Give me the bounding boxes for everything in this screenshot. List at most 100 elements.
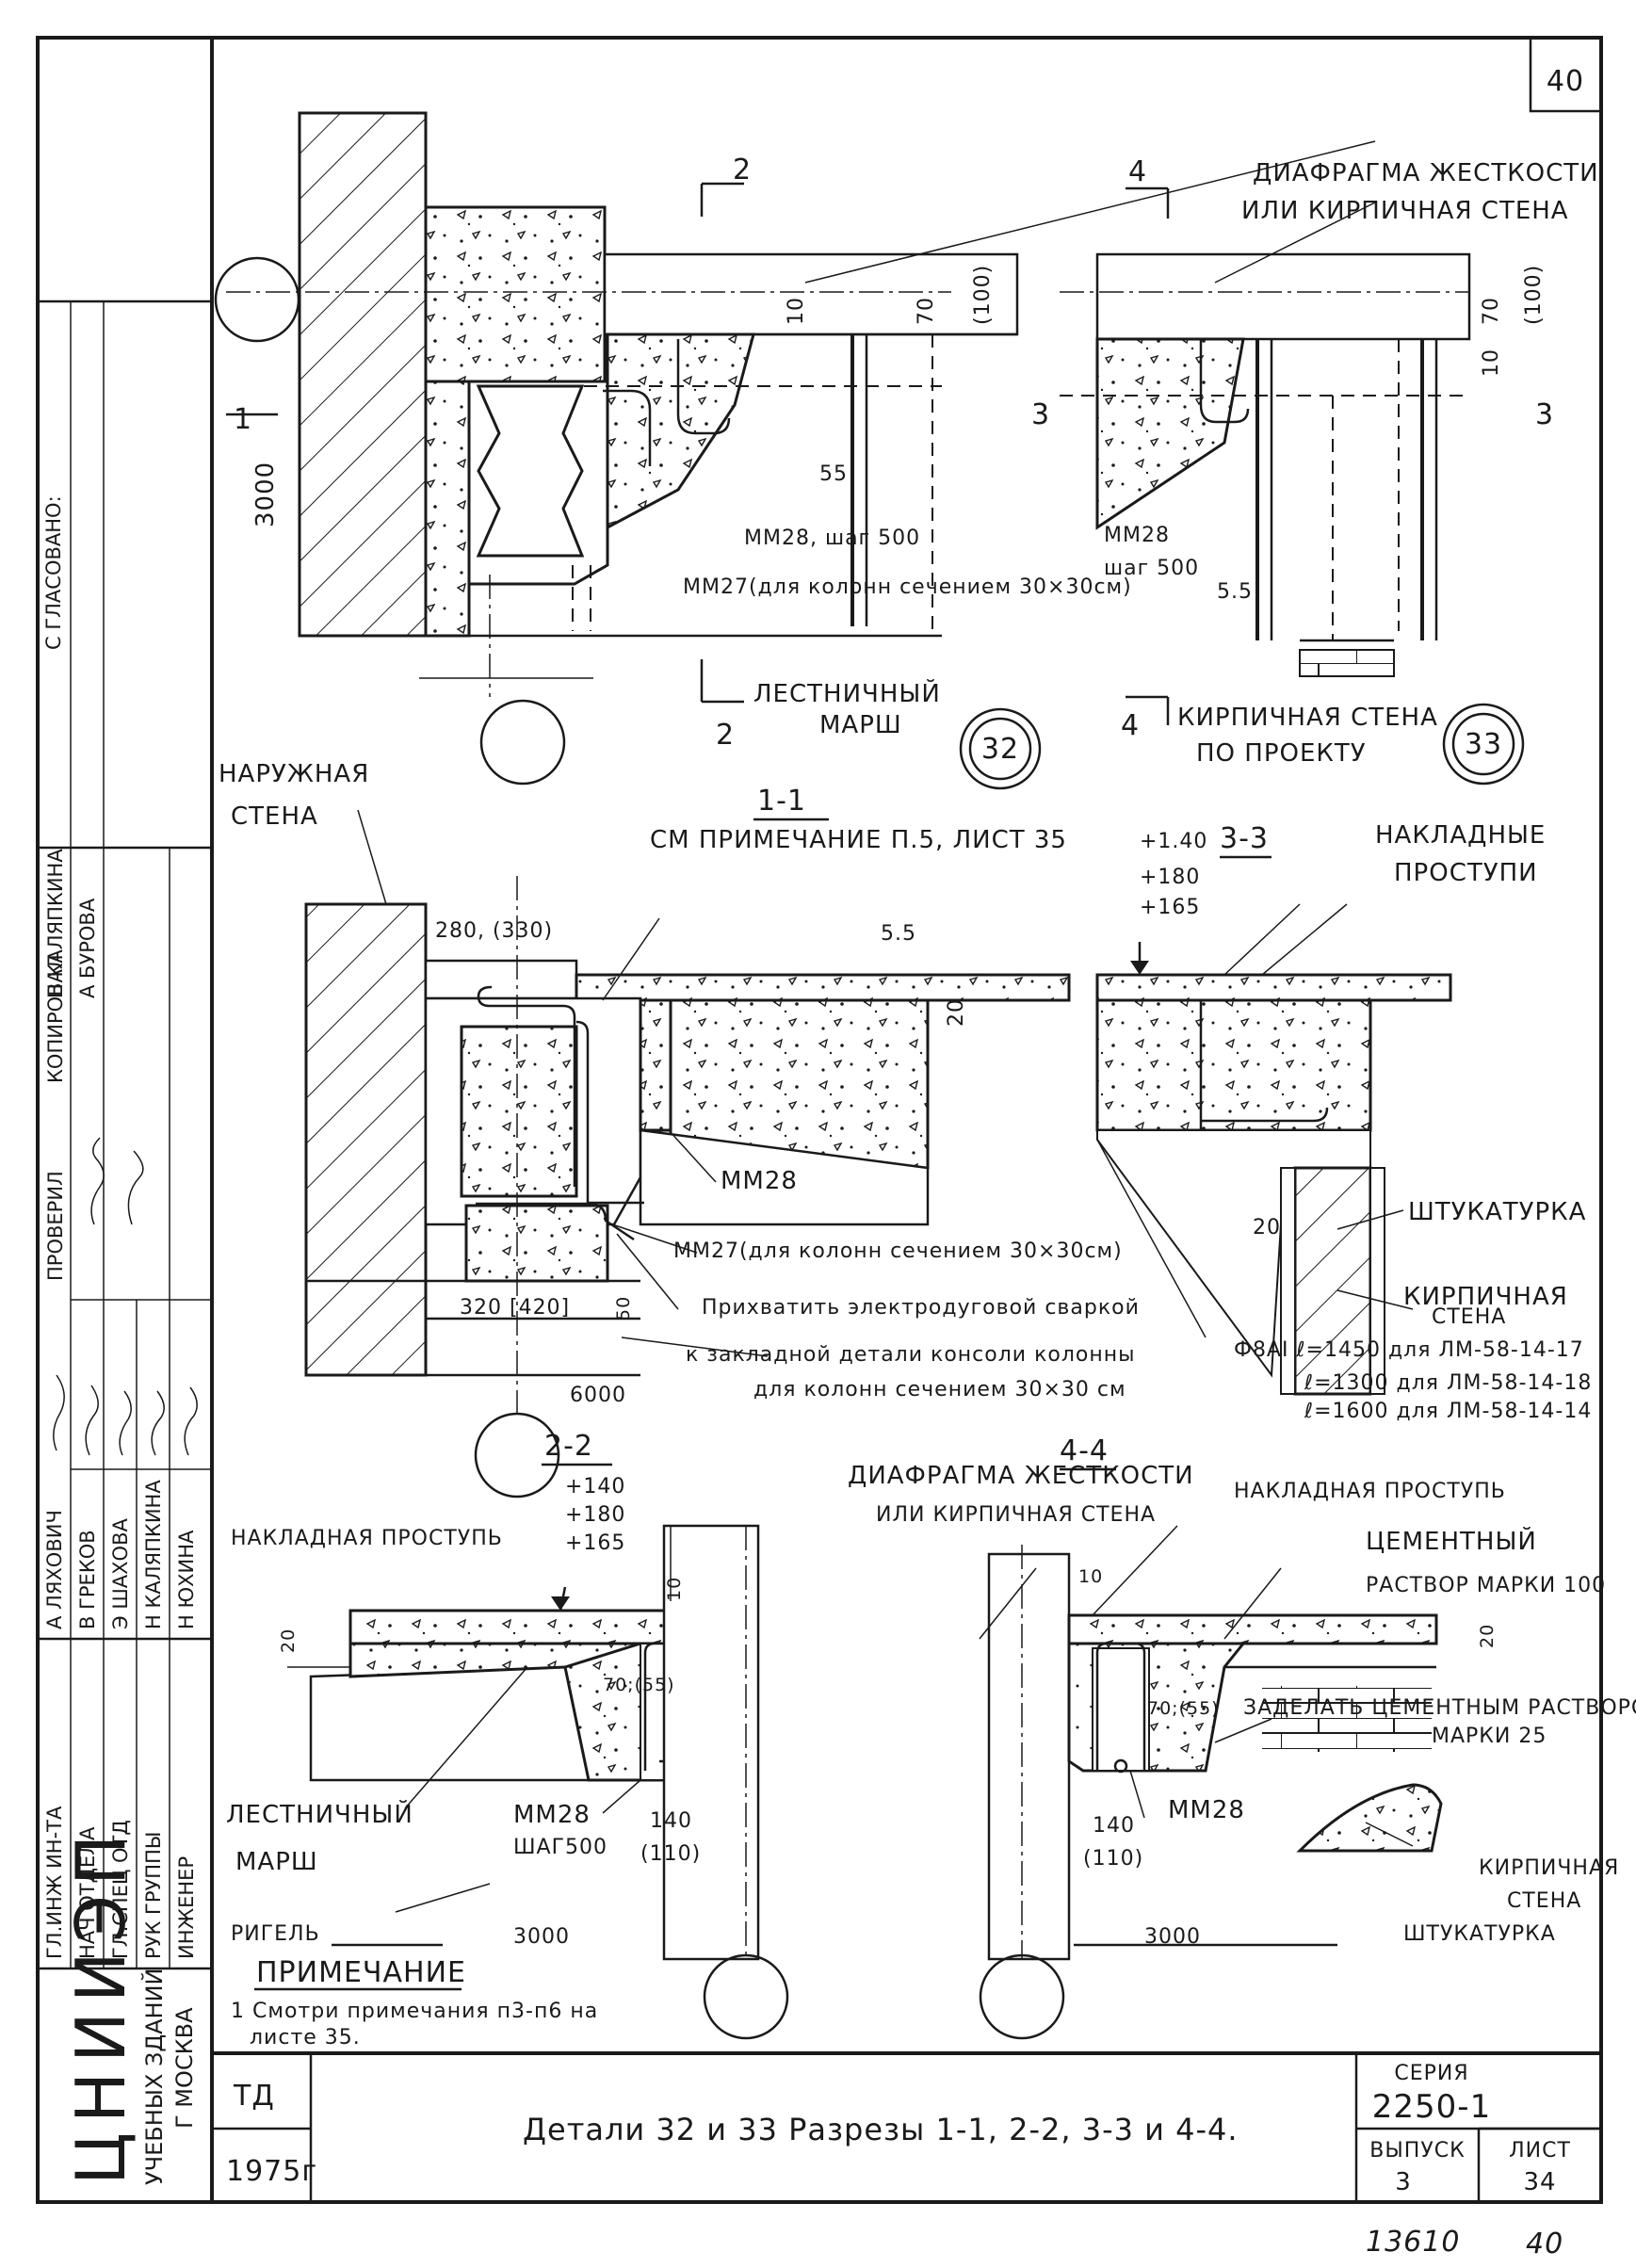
section-4-4-seal: ЗАДЕЛАТЬ ЦЕМЕНТНЫМ РАСТВОРОМ (1243, 1696, 1636, 1720)
section-1-1-mm27: ММ27(для колонн сечением 30×30см) (673, 1239, 1123, 1263)
detail-32-dim-70: 70 (915, 297, 938, 325)
signature-checked (90, 1137, 144, 1225)
section-2-2-beam: РИГЕЛЬ (231, 1922, 320, 1946)
agreed-label: С ГЛАСОВАНО: (42, 495, 65, 650)
section-3-3-dim-20: 20 (1253, 1216, 1281, 1239)
section-1-1-dim-55: 5.5 (881, 922, 916, 946)
detail-33-mm28: ММ28 (1104, 524, 1170, 547)
section-4-4-title: 4-4 (1060, 1434, 1109, 1467)
detail-33-cut-4-top: 4 (1128, 155, 1147, 188)
staff-role-2: НАЧ ОТДЕЛА (76, 1826, 99, 1959)
section-2-2-lvl-2: +180 (565, 1503, 625, 1527)
staff-role-4: РУК ГРУППЫ (142, 1832, 165, 1959)
section-1-1-mm28: ММ28 (721, 1167, 798, 1195)
section-2-2-dim-10: 10 (664, 1577, 685, 1601)
detail-33-brick-2: ПО ПРОЕКТУ (1196, 739, 1367, 768)
copied-role: КОПИРОВАЛ (44, 954, 67, 1083)
section-3-3-title: 3-3 (1220, 822, 1269, 855)
section-2-2-mm28-step: ШАГ500 (513, 1836, 607, 1859)
section-4-4-brick: КИРПИЧНАЯ (1479, 1856, 1619, 1880)
section-4-4-dim-3000: 3000 (1144, 1925, 1201, 1949)
staff-role-3: ГЛ.СПЕЦ ОТД (109, 1820, 132, 1959)
section-2-2 (287, 1463, 789, 2040)
section-4-4-tread: НАКЛАДНАЯ ПРОСТУПЬ (1234, 1480, 1506, 1503)
section-4-4-plaster: ШТУКАТУРКА (1403, 1922, 1556, 1946)
section-2-2-lvl-3: +165 (565, 1531, 625, 1555)
section-2-2-dim-20: 20 (278, 1628, 299, 1653)
section-4-4-diaphragm: ДИАФРАГМА ЖЕСТКОСТИ (848, 1462, 1194, 1490)
detail-33-cut-3-right: 3 (1535, 398, 1554, 431)
copied-name: А БУРОВА (76, 898, 99, 998)
staff-name-2: В ГРЕКОВ (76, 1530, 99, 1629)
detail-33-diaphragm-2: ИЛИ КИРПИЧНАЯ СТЕНА (1241, 197, 1569, 225)
detail-33-brick: КИРПИЧНАЯ СТЕНА (1177, 704, 1438, 732)
staff-name-1: А ЛЯХОВИЧ (43, 1510, 66, 1629)
section-3-3-brick-2: СТЕНА (1432, 1305, 1506, 1329)
title-issue-value: 3 (1395, 2168, 1412, 2196)
staff-name-3: Э ШАХОВА (109, 1518, 132, 1629)
section-1-1-dim-280: 280, (330) (435, 919, 553, 943)
section-2-2-dim-110: (110) (640, 1842, 701, 1866)
detail-33-diaphragm: ДИАФРАГМА ЖЕСТКОСТИ (1253, 159, 1599, 187)
title-block (212, 2051, 1601, 2202)
section-1-1-dim-320: 320 [420] (460, 1296, 570, 1320)
section-4-4-diaphragm-2: ИЛИ КИРПИЧНАЯ СТЕНА (876, 1503, 1156, 1527)
detail-33-dim-10: 10 (1480, 348, 1503, 377)
section-1-1-title: 1-1 (757, 785, 806, 818)
title-sheet-label: ЛИСТ (1509, 2139, 1571, 2163)
section-1-1-weld-3: для колонн сечением 30×30 см (753, 1378, 1126, 1401)
section-3-3-lvl-3: +165 (1140, 896, 1200, 919)
detail-32 (214, 111, 1376, 790)
section-3-3-rebar-1: Ф8АI ℓ=1450 для ЛМ-58-14-17 (1234, 1338, 1584, 1362)
detail-32-cut-2-top: 2 (733, 154, 752, 186)
section-2-2-lvl-1: +140 (565, 1475, 625, 1498)
section-4-4-mortar: ЦЕМЕНТНЫЙ (1366, 1526, 1537, 1556)
section-4-4-dim-140: 140 (1093, 1814, 1135, 1838)
detail-33-dim-70: 70 (1480, 297, 1503, 325)
detail-32-cut-2-bottom: 2 (716, 719, 735, 752)
org-line2: Г МОСКВА (171, 2007, 198, 2129)
side-panel: С ГЛАСОВАНО: ПРОВЕРИЛ КОПИРОВАЛ Н КАЛЯПК… (42, 495, 198, 2185)
section-3-3-rebar-2: ℓ=1300 для ЛМ-58-14-18 (1304, 1371, 1592, 1395)
notes-line-1: 1 Смотри примечания п3-п6 на (231, 2000, 598, 2023)
section-1-1-outer-wall: НАРУЖНАЯ (219, 760, 369, 788)
section-2-2-dim-70: 70;(55) (603, 1675, 675, 1695)
section-1-1-weld-1: Прихватить электродуговой сваркой (702, 1296, 1140, 1320)
org-line1: УЧЕБНЫХ ЗДАНИЙ (140, 1968, 168, 2185)
section-4-4-mm28: ММ28 (1168, 1796, 1245, 1824)
section-1-1-dim-20: 20 (945, 998, 968, 1027)
section-4-4-dim-20: 20 (1477, 1624, 1498, 1648)
detail-32-stair-2: МАРШ (819, 711, 902, 739)
title-series-label: СЕРИЯ (1394, 2062, 1468, 2085)
notes-line-2: листе 35. (250, 2026, 361, 2049)
section-4-4-mortar-2: РАСТВОР МАРКИ 100 (1366, 1574, 1606, 1597)
section-2-2-mm28: ММ28 (513, 1801, 591, 1829)
section-2-2-stair-2: МАРШ (235, 1848, 318, 1876)
section-4-4-brick-2: СТЕНА (1507, 1889, 1581, 1913)
section-3-3-treads-2: ПРОСТУПИ (1394, 859, 1538, 887)
section-1-1-weld-2: к закладной детали консоли колонны (686, 1343, 1135, 1367)
title-issue-label: ВЫПУСК (1369, 2139, 1465, 2163)
sheet-number: 40 (1547, 65, 1584, 98)
section-2-2-tread: НАКЛАДНАЯ ПРОСТУПЬ (231, 1527, 503, 1550)
section-4-4 (979, 1467, 1443, 2040)
org-logo: ЦНИИЭП (61, 1825, 140, 2185)
checked-role: ПРОВЕРИЛ (44, 1171, 67, 1281)
section-3-3 (1095, 855, 1452, 1396)
section-1-1-note: СМ ПРИМЕЧАНИЕ П.5, ЛИСТ 35 (650, 826, 1067, 854)
sheet-frame (36, 36, 1603, 2204)
section-4-4-seal-2: МАРКИ 25 (1432, 1725, 1547, 1748)
section-2-2-dim-140: 140 (650, 1809, 692, 1833)
detail-33 (1060, 186, 1525, 786)
section-3-3-treads: НАКЛАДНЫЕ (1375, 821, 1546, 850)
detail-32-height: 3000 (251, 462, 280, 527)
detail-32-dim-55: 55 (819, 462, 848, 486)
section-3-3-rebar-3: ℓ=1600 для ЛМ-58-14-14 (1304, 1400, 1592, 1423)
detail-33-dim-100: (100) (1522, 265, 1546, 325)
section-1-1-dim-6000: 6000 (570, 1384, 626, 1407)
detail-32-cut-1: 1 (234, 403, 252, 436)
signatures-staff (53, 1374, 198, 1456)
detail-33-cut-4-bottom: 4 (1121, 709, 1140, 742)
section-1-1-dim-50: 50 (613, 1296, 634, 1320)
